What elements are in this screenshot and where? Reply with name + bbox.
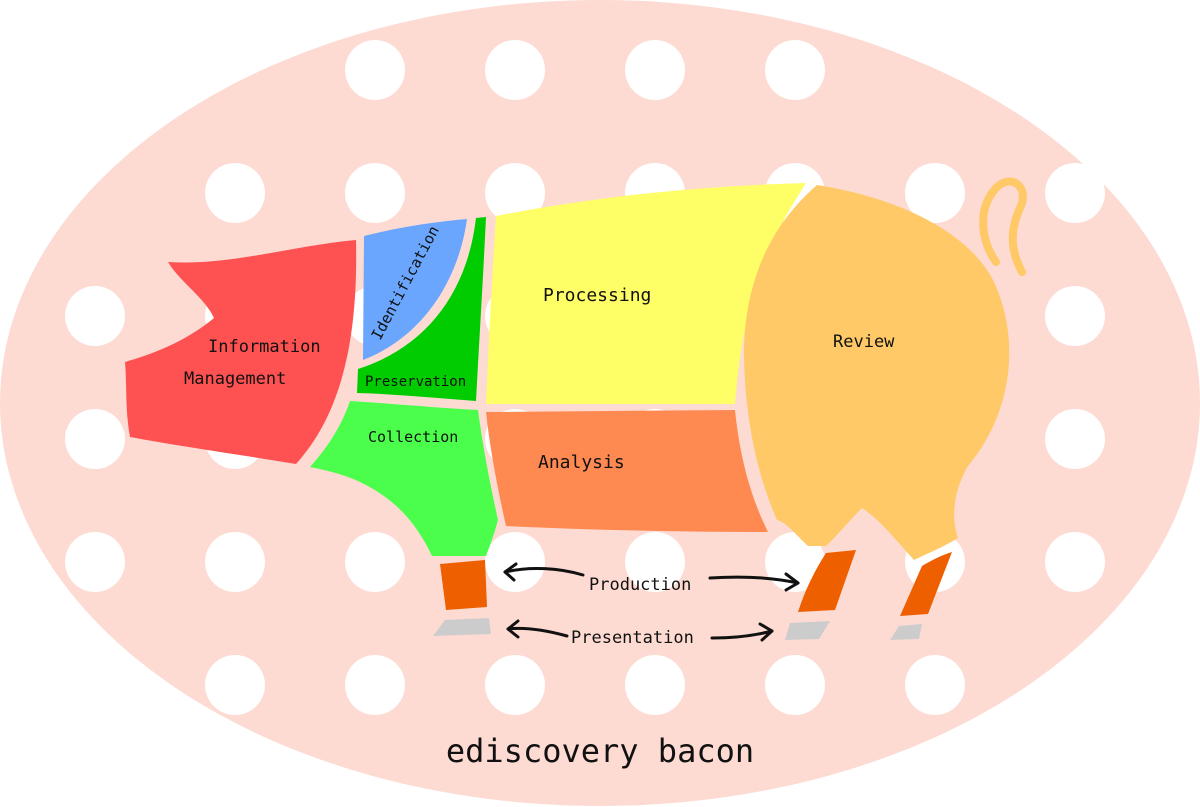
polka-dot (905, 163, 965, 223)
production-arrow-left-head (503, 562, 518, 582)
production-leg-middle (798, 550, 856, 612)
diagram-title: ediscovery bacon (446, 732, 754, 770)
polka-dot (345, 655, 405, 715)
segment-analysis[interactable] (486, 410, 768, 532)
presentation-arrow-left (506, 626, 569, 638)
pig-tail (979, 177, 1027, 276)
polka-dot (1045, 286, 1105, 346)
polka-dot (765, 40, 825, 100)
presentation-arrow-right (710, 629, 774, 640)
production-arrow-right-head (784, 572, 800, 592)
label-processing: Processing (543, 285, 651, 306)
production-arrow-left (503, 566, 585, 577)
polka-dot (905, 655, 965, 715)
polka-dot (65, 286, 125, 346)
polka-dot (625, 655, 685, 715)
polka-dot (65, 532, 125, 592)
label-production: Production (589, 575, 691, 595)
segment-identification[interactable] (363, 219, 467, 360)
polka-dot (485, 40, 545, 100)
polka-dot (1045, 163, 1105, 223)
polka-dot (1045, 409, 1105, 469)
presentation-arrow-right-head (758, 622, 774, 642)
presentation-hoof-front (433, 618, 491, 636)
polka-dot (205, 163, 265, 223)
polka-dot (345, 40, 405, 100)
production-leg-front (440, 560, 487, 610)
presentation-hoof-back (890, 624, 922, 640)
presentation-arrow-left-head (506, 619, 520, 639)
polka-dot (345, 163, 405, 223)
label-collection: Collection (368, 428, 458, 446)
polka-dot (205, 655, 265, 715)
production-leg-back (900, 552, 952, 616)
segment-information-management[interactable] (125, 240, 357, 464)
polka-dot (765, 532, 825, 592)
presentation-hooves[interactable] (433, 618, 922, 640)
label-analysis: Analysis (538, 452, 625, 473)
polka-dot (625, 40, 685, 100)
polka-dot (345, 532, 405, 592)
polka-dot (765, 655, 825, 715)
polka-dot (625, 532, 685, 592)
polka-dot (205, 532, 265, 592)
polka-dot (65, 409, 125, 469)
label-preservation: Preservation (365, 374, 466, 390)
polka-dot (485, 163, 545, 223)
segment-processing[interactable] (486, 183, 806, 404)
lifecycle-arrows (503, 562, 800, 642)
presentation-hoof-middle (785, 621, 830, 640)
polka-dot (485, 655, 545, 715)
label-review: Review (833, 332, 895, 352)
polka-dot (1045, 532, 1105, 592)
segment-collection[interactable] (310, 401, 498, 556)
segment-preservation[interactable] (357, 217, 486, 401)
production-legs[interactable] (440, 550, 952, 616)
segment-review[interactable] (744, 185, 1010, 560)
production-arrow-right (708, 575, 800, 585)
label-information-management-line2: Management (184, 369, 286, 389)
label-information-management-line1: Information (208, 337, 321, 357)
polka-dot (485, 532, 545, 592)
label-presentation: Presentation (571, 628, 694, 648)
